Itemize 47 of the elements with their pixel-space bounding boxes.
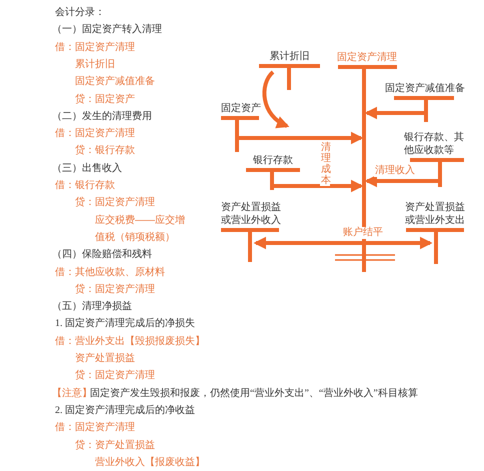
journal-entry: 借：固定资产清理 <box>55 420 135 436</box>
text-line: （五）清理净损益 <box>52 300 132 314</box>
t-account <box>404 131 466 162</box>
journal-entry: 借：固定资产清理 <box>55 126 135 142</box>
journal-entry: 资产处置损益 <box>75 352 135 366</box>
text-line: 2. 固定资产清理完成后的净收益 <box>55 404 195 418</box>
journal-entry: 贷：固定资产清理 <box>75 368 155 384</box>
journal-entry: 贷：固定资产 <box>75 92 135 106</box>
journal-entry: 借：固定资产清理 <box>55 40 135 55</box>
text-line: （四）保险赔偿和残料 <box>52 248 152 262</box>
account-name: 固定资产 <box>221 102 262 115</box>
journal-entry: 营业外收入【报废收益】 <box>95 456 205 470</box>
journal-entry: 借：其他应收款、原材料 <box>55 266 165 280</box>
t-account <box>383 82 467 100</box>
account-name: 银行存款 <box>252 154 294 167</box>
journal-entry: 贷：银行存款 <box>75 144 135 158</box>
text-line: 会计分录： <box>55 6 105 20</box>
arrow <box>262 70 290 128</box>
text-line: 1. 固定资产清理完成后的净损失 <box>55 316 195 332</box>
journal-entry: 累计折旧 <box>75 58 115 72</box>
journal-entry: 【注意】 <box>52 386 92 401</box>
t-account <box>405 201 467 232</box>
t-account <box>221 102 263 120</box>
account-name: 固定资产清理 <box>336 51 398 64</box>
account-name: 累计折旧 <box>268 50 310 63</box>
journal-entry: 借：银行存款 <box>55 179 115 193</box>
account-name: 银行存款、其他应收款等 <box>404 131 465 157</box>
t-account <box>246 154 300 172</box>
journal-entry: 贷：固定资产清理 <box>75 282 155 297</box>
t-account <box>221 201 283 232</box>
edge-label: 账户结平 <box>342 227 384 239</box>
account-name: 资产处置损益或营业外支出 <box>405 201 466 227</box>
t-account <box>259 50 320 68</box>
journal-entry: 固定资产减值准备 <box>75 74 155 90</box>
journal-entry: 贷：资产处置损益 <box>75 438 155 452</box>
journal-entry: 借：营业外支出【毁损报废损失】 <box>55 334 205 349</box>
edge-label: 清理成本 <box>320 142 330 186</box>
text-line: （一）固定资产转入清理 <box>52 22 162 38</box>
arrow <box>253 236 433 250</box>
text-line: 固定资产发生毁损和报废，仍然使用“营业外支出”、“营业外收入”科目核算 <box>90 386 418 401</box>
account-name: 资产处置损益或营业外收入 <box>221 201 282 227</box>
text-line: （三）出售收入 <box>52 162 122 176</box>
journal-entry: 贷：固定资产清理 <box>75 196 155 210</box>
text-line: （二）发生的清理费用 <box>52 110 152 124</box>
edge-label: 清理收入 <box>374 165 416 177</box>
journal-entry: 应交税费——应交增值税（销项税额） <box>95 214 186 245</box>
account-name: 固定资产减值准备 <box>384 82 466 95</box>
